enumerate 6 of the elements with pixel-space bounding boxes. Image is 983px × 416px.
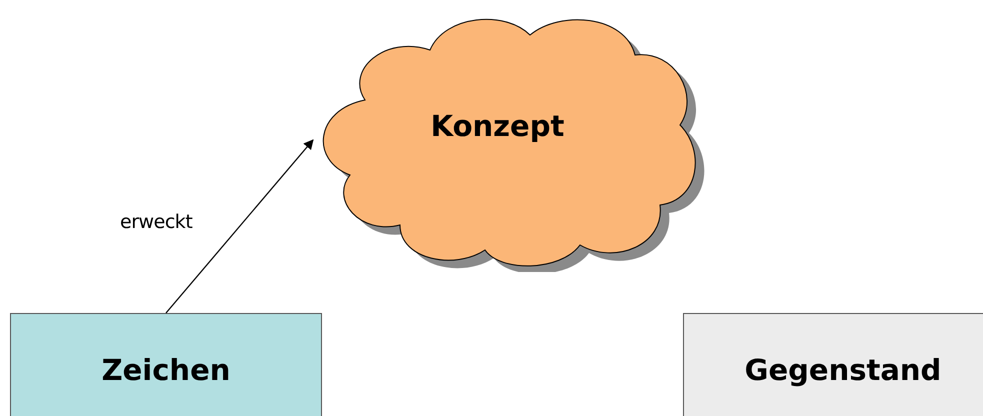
- node-label: Konzept: [430, 108, 564, 146]
- rectangle-box: [10, 313, 322, 416]
- arrow: [166, 139, 314, 314]
- node-label: Gegenstand: [744, 352, 942, 389]
- rectangle-box: [683, 313, 983, 416]
- node-label: Zeichen: [102, 352, 230, 389]
